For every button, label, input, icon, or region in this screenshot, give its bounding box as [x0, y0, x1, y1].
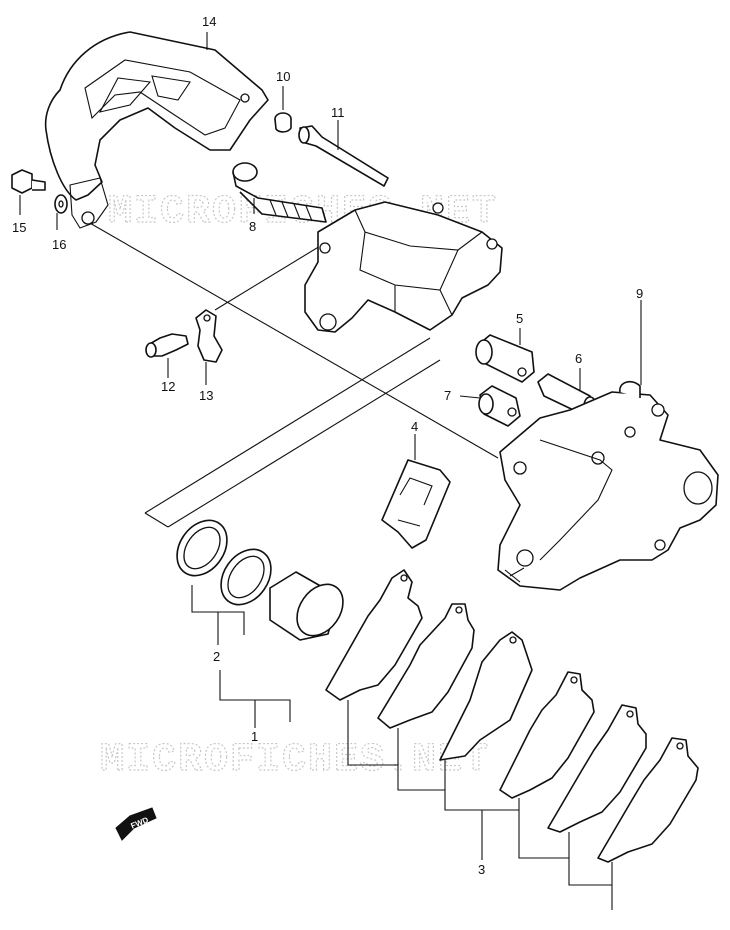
part-16-washer: [54, 194, 68, 230]
part-7-boot: [459, 385, 521, 427]
watermark-bottom: MICROFICHES.NET: [100, 738, 490, 783]
callout-8: 8: [249, 219, 256, 234]
callout-3: 3: [478, 862, 485, 877]
callout-15: 15: [12, 220, 26, 235]
callout-2: 2: [213, 649, 220, 664]
callout-10: 10: [276, 69, 290, 84]
callout-9: 9: [636, 286, 643, 301]
part-4-pad-spring: [381, 434, 451, 549]
callout-6: 6: [575, 351, 582, 366]
assembly-lines: [87, 221, 499, 528]
callout-1: 1: [251, 729, 258, 744]
part-12-bleeder: [145, 333, 189, 378]
callout-16: 16: [52, 237, 66, 252]
part-3-brake-pads: [325, 569, 699, 910]
callout-5: 5: [516, 311, 523, 326]
part-14-bracket-guard: [44, 31, 269, 229]
callout-11: 11: [331, 105, 345, 120]
part-5-pin: [475, 328, 535, 383]
callout-7: 7: [444, 388, 451, 403]
part-15-bolt: [11, 169, 46, 215]
callout-4: 4: [411, 419, 418, 434]
callout-13: 13: [199, 388, 213, 403]
callout-brackets: [191, 585, 291, 728]
part-9-caliper-bracket: [497, 300, 719, 591]
callout-labels: 14 10 11 15 16 8 9 5 6 7 12 13 4 2 1 3: [12, 14, 643, 877]
part-11-pin-bolt: [298, 120, 389, 187]
callout-12: 12: [161, 379, 175, 394]
part-8-sleeve-bolt: [232, 162, 327, 223]
callout-14: 14: [202, 14, 216, 29]
part-13-tab: [195, 309, 223, 385]
part-10-cap: [274, 86, 292, 133]
fwd-arrow: FWD: [115, 807, 157, 841]
part-seals-piston: [176, 519, 344, 641]
caliper-body: [304, 201, 503, 333]
